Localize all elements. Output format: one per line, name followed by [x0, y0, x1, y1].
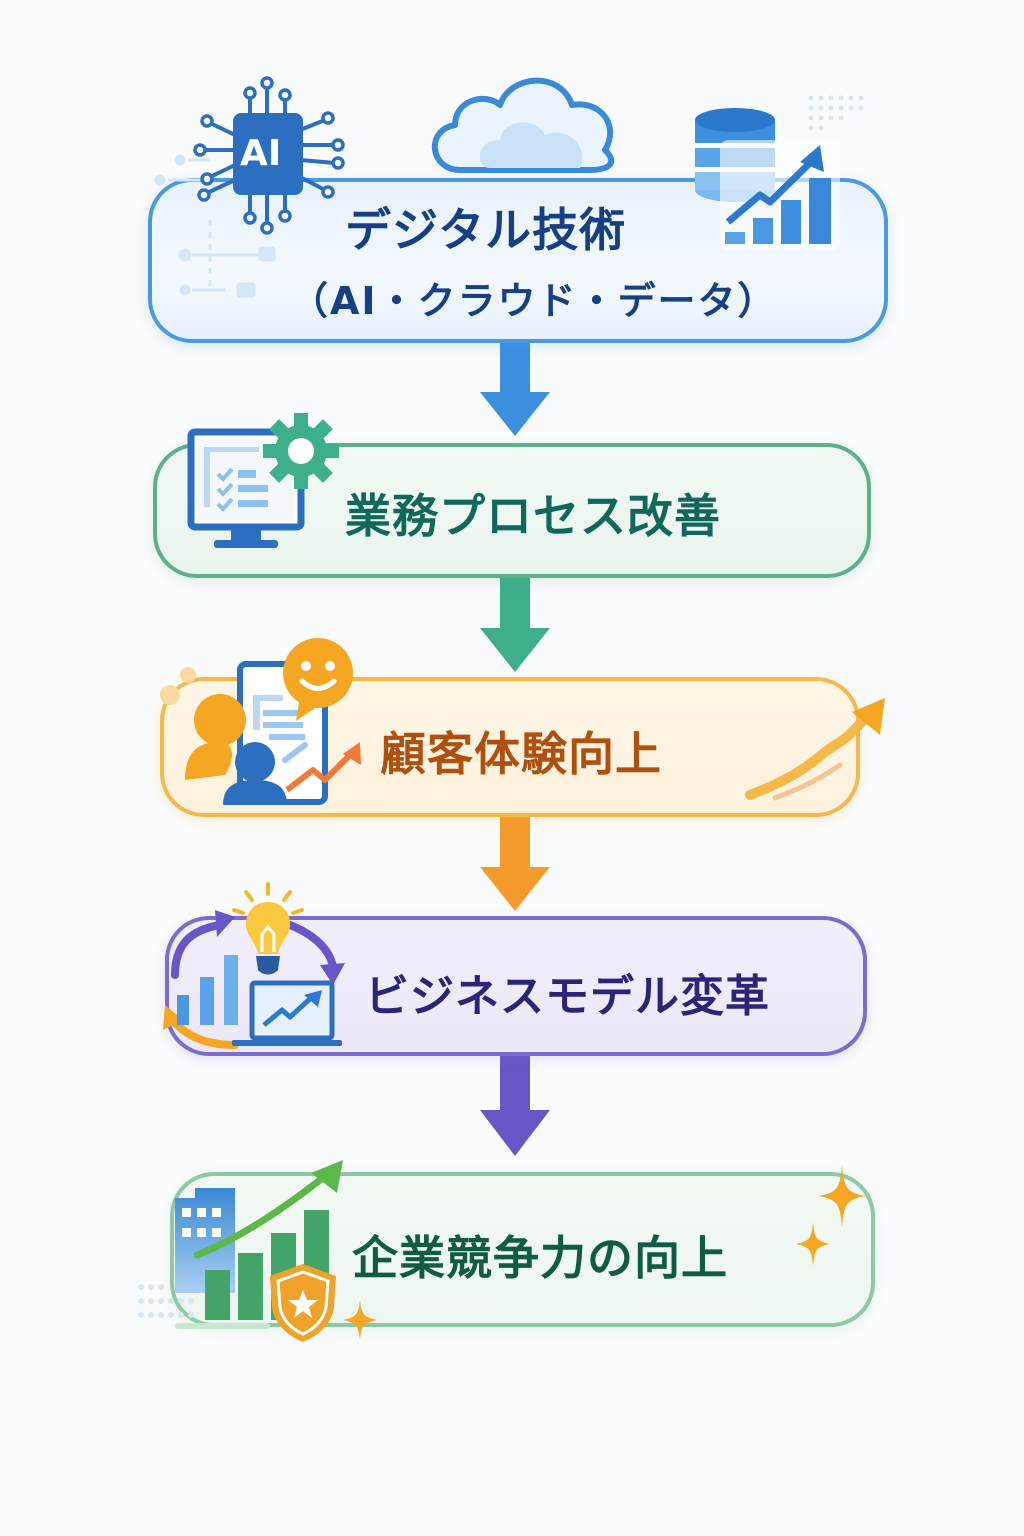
sparkle-icon — [818, 1165, 866, 1227]
cloud-icon — [431, 77, 615, 173]
flow-arrow-4-to-5 — [480, 1054, 550, 1156]
ai-chip-label: AI — [240, 133, 282, 174]
dot-grid-decoration-icon — [808, 95, 864, 131]
circuit-decoration-icon — [154, 154, 276, 298]
sparkle-icon — [796, 1222, 830, 1266]
stage-title-business-model: ビジネスモデル変革 — [365, 971, 770, 1022]
growth-chart-icon — [720, 140, 840, 250]
flow-arrow-1-to-2 — [480, 340, 550, 436]
flow-arrow-2-to-3 — [480, 576, 550, 672]
building-icon — [175, 1188, 235, 1293]
stage-title-competitiveness: 企業競争力の向上 — [352, 1231, 728, 1285]
stage-title-customer-experience: 顧客体験向上 — [380, 727, 662, 781]
sparkle-icon — [343, 1300, 377, 1340]
cycle-arrows-icon — [163, 910, 345, 1049]
stage-title-digital-technology: デジタル技術 — [345, 203, 627, 257]
trend-arrow-icon — [745, 698, 885, 801]
stage-subtitle-digital-technology: （AI・クラウド・データ） — [290, 279, 778, 323]
dot-grid-decoration-icon — [138, 1284, 194, 1318]
flow-arrow-3-to-4 — [480, 815, 550, 911]
ai-chip-icon — [193, 76, 345, 235]
gear-icon — [263, 413, 339, 489]
smile-bubble-icon — [283, 638, 353, 721]
stage-title-business-process: 業務プロセス改善 — [345, 489, 721, 543]
shield-star-icon — [270, 1264, 336, 1342]
lightbulb-icon — [232, 882, 304, 975]
laptop-chart-icon — [177, 955, 342, 1046]
